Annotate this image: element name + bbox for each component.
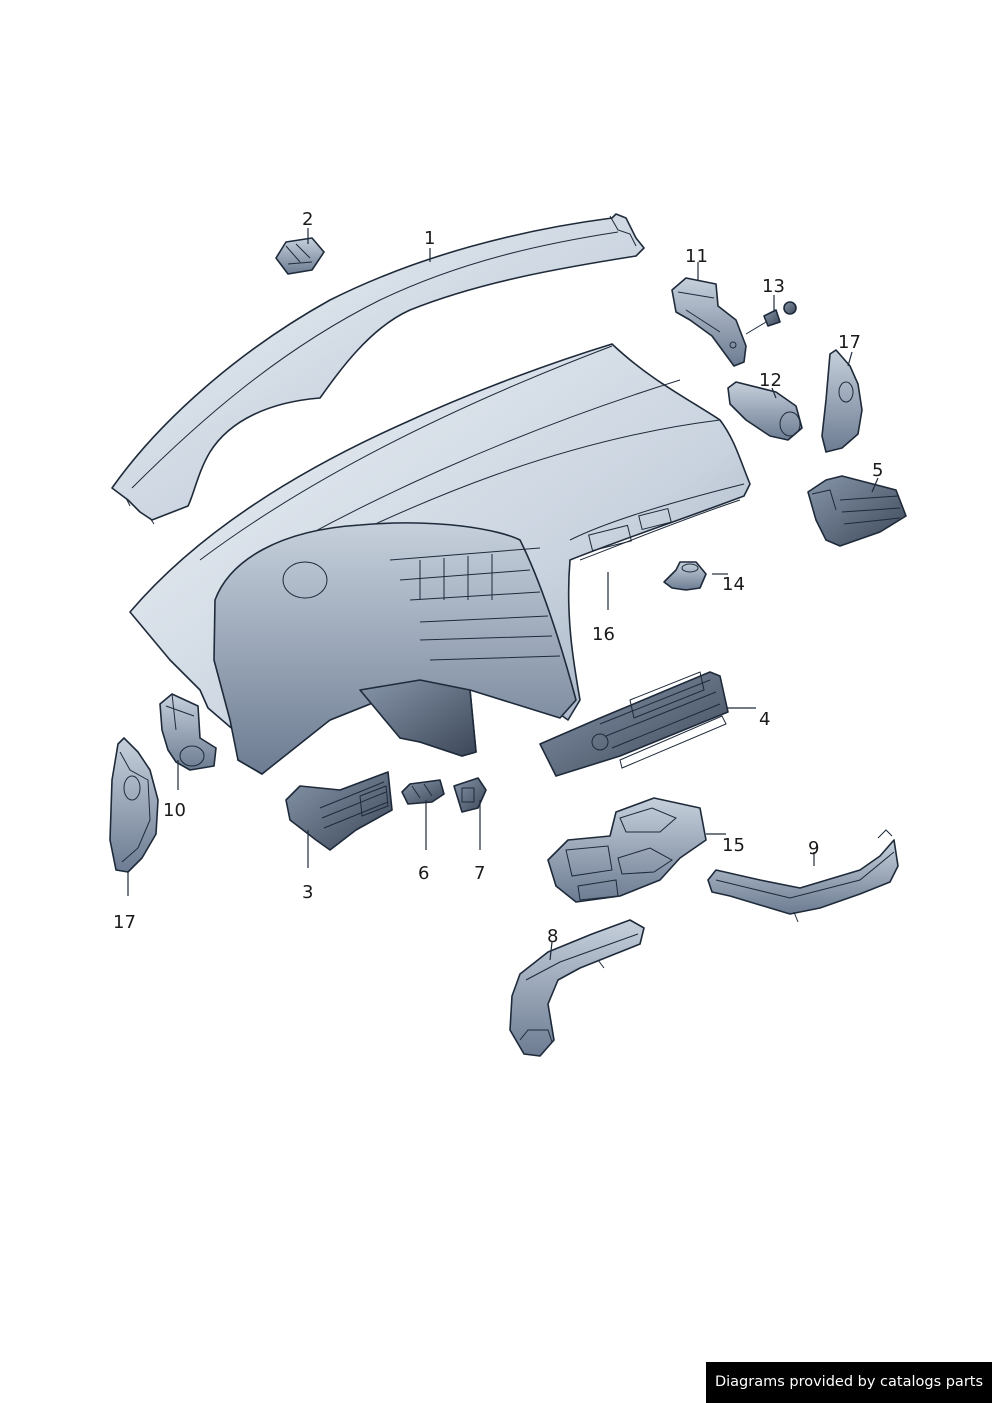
callout-10: 10 <box>163 800 186 821</box>
callout-6: 6 <box>418 863 429 884</box>
part-17-left-side-cover <box>109 737 159 873</box>
callout-16: 16 <box>592 624 615 645</box>
callout-7: 7 <box>474 863 485 884</box>
footer-credit-banner: Diagrams provided by catalogs parts <box>706 1362 992 1403</box>
part-6-switch <box>401 779 445 805</box>
part-9-lower-air-duct <box>707 829 899 923</box>
part-17-right-side-cover <box>821 349 863 453</box>
part-12-right-air-duct <box>727 381 803 441</box>
part-8-lower-center-duct <box>509 919 645 1057</box>
callout-11: 11 <box>685 246 708 267</box>
callout-17-right: 17 <box>838 332 861 353</box>
part-13-screw <box>745 301 797 335</box>
part-7-switch <box>453 777 487 813</box>
callout-4: 4 <box>759 709 770 730</box>
callout-9: 9 <box>808 838 819 859</box>
callout-1: 1 <box>424 228 435 249</box>
part-4-center-vent-panel <box>539 671 729 777</box>
leader-lines <box>127 228 879 961</box>
callout-14: 14 <box>722 574 745 595</box>
part-2-clip <box>275 237 325 275</box>
part-5-right-vent <box>807 475 907 547</box>
part-15-vent-housing <box>547 797 707 903</box>
part-1-upper-trim-panel <box>111 213 645 525</box>
callout-15: 15 <box>722 835 745 856</box>
callout-2: 2 <box>302 209 313 230</box>
callout-8: 8 <box>547 926 558 947</box>
callout-3: 3 <box>302 882 313 903</box>
part-3-left-vent <box>285 771 393 851</box>
callout-5: 5 <box>872 460 883 481</box>
callout-17-left: 17 <box>113 912 136 933</box>
callout-13: 13 <box>762 276 785 297</box>
callout-12: 12 <box>759 370 782 391</box>
part-16-dashboard-body <box>129 343 751 775</box>
callout-labels: 1 2 11 13 17 12 5 14 16 4 15 9 8 10 3 6 … <box>113 209 883 947</box>
part-10-left-air-duct <box>159 693 217 771</box>
part-11-upper-air-duct <box>671 277 747 367</box>
part-14-bracket <box>663 561 707 591</box>
